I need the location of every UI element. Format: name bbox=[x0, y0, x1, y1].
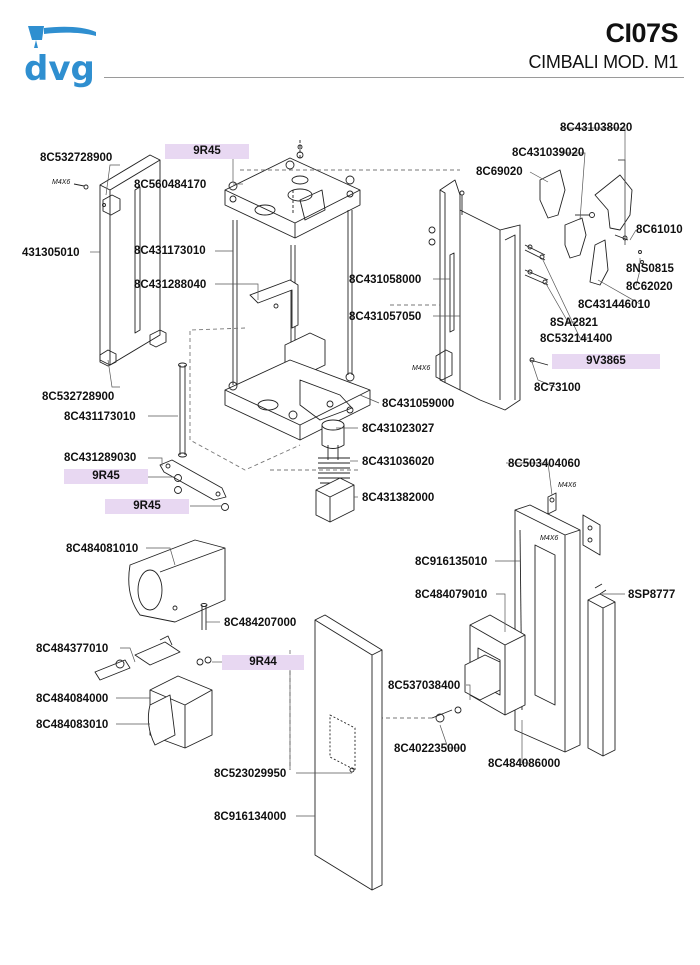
model-subtitle: CIMBALI MOD. M1 bbox=[528, 52, 678, 72]
part-label: 8C916135010 bbox=[415, 556, 488, 568]
part-label: 8SA2821 bbox=[550, 317, 598, 329]
part-label: 8NS0815 bbox=[626, 263, 674, 275]
link-bar bbox=[159, 459, 360, 511]
part-label: 8C916134000 bbox=[214, 811, 287, 823]
part-label: 8C431173010 bbox=[64, 411, 136, 423]
part-label: 8C532728900 bbox=[40, 152, 113, 164]
model-title: CI07S bbox=[605, 18, 678, 48]
part-label: 8C431036020 bbox=[362, 456, 435, 468]
part-label: 8C484377010 bbox=[36, 643, 109, 655]
part-label: 8C69020 bbox=[476, 166, 523, 178]
part-label: 8C560484170 bbox=[134, 179, 207, 191]
part-label: 8C431446010 bbox=[578, 299, 651, 311]
part-label: 8C431382000 bbox=[362, 492, 435, 504]
part-label: 8C402235000 bbox=[394, 743, 467, 755]
part-label: 8C431173010 bbox=[134, 245, 206, 257]
dvg-logo: dvg bbox=[24, 26, 96, 88]
part-label: 8C73100 bbox=[534, 382, 581, 394]
back-panel-left bbox=[99, 154, 167, 367]
part-label: 8C532141400 bbox=[540, 333, 613, 345]
screw-left bbox=[73, 183, 89, 190]
coin-box-parts bbox=[94, 539, 226, 749]
screw-note: M4X6 bbox=[558, 482, 577, 489]
part-label: 8C484086000 bbox=[488, 758, 561, 770]
logo-text: dvg bbox=[24, 49, 95, 88]
screw-note: M4X6 bbox=[540, 535, 559, 542]
part-label: 8C484084000 bbox=[36, 693, 109, 705]
part-label: 8C532728900 bbox=[42, 391, 115, 403]
part-tag: 9R45 bbox=[64, 469, 148, 484]
part-label: 8C484079010 bbox=[415, 589, 488, 601]
part-label: 8C523029950 bbox=[214, 768, 287, 780]
part-tag: 9R45 bbox=[165, 144, 249, 159]
lever-parts bbox=[524, 159, 644, 366]
part-label: 8SP8777 bbox=[628, 589, 676, 601]
part-label: 8C537038400 bbox=[388, 680, 461, 692]
leader-lines bbox=[90, 127, 641, 817]
part-label: 8C484081010 bbox=[66, 543, 139, 555]
part-label: 8C431058000 bbox=[349, 274, 422, 286]
solenoid-assembly bbox=[315, 419, 355, 523]
part-label: 8C431059000 bbox=[382, 398, 455, 410]
part-label: 8C431038020 bbox=[560, 122, 633, 134]
screw-note: M4X6 bbox=[412, 365, 431, 372]
part-tag: 9V3865 bbox=[552, 354, 660, 369]
part-tag: 9R45 bbox=[105, 499, 189, 514]
part-label: 8C484207000 bbox=[224, 617, 297, 629]
part-label: 8C431039020 bbox=[512, 147, 585, 159]
right-side-panel bbox=[390, 179, 521, 411]
loose-rod bbox=[178, 362, 187, 458]
part-tag: 9R44 bbox=[222, 655, 304, 670]
part-label: 8C503404060 bbox=[508, 458, 581, 470]
part-label: 8C62020 bbox=[626, 281, 673, 293]
header-rule bbox=[104, 77, 684, 78]
part-label: 8C484083010 bbox=[36, 719, 109, 731]
part-label: 8C431288040 bbox=[134, 279, 207, 291]
part-label: 8C431057050 bbox=[349, 311, 422, 323]
right-lower-frame bbox=[372, 492, 616, 757]
part-label: 8C61010 bbox=[636, 224, 683, 236]
front-door bbox=[289, 614, 383, 891]
part-label: 431305010 bbox=[22, 247, 80, 259]
part-label: 8C431023027 bbox=[362, 423, 435, 435]
screw-note: M4X6 bbox=[52, 179, 71, 186]
part-label: 8C431289030 bbox=[64, 452, 137, 464]
